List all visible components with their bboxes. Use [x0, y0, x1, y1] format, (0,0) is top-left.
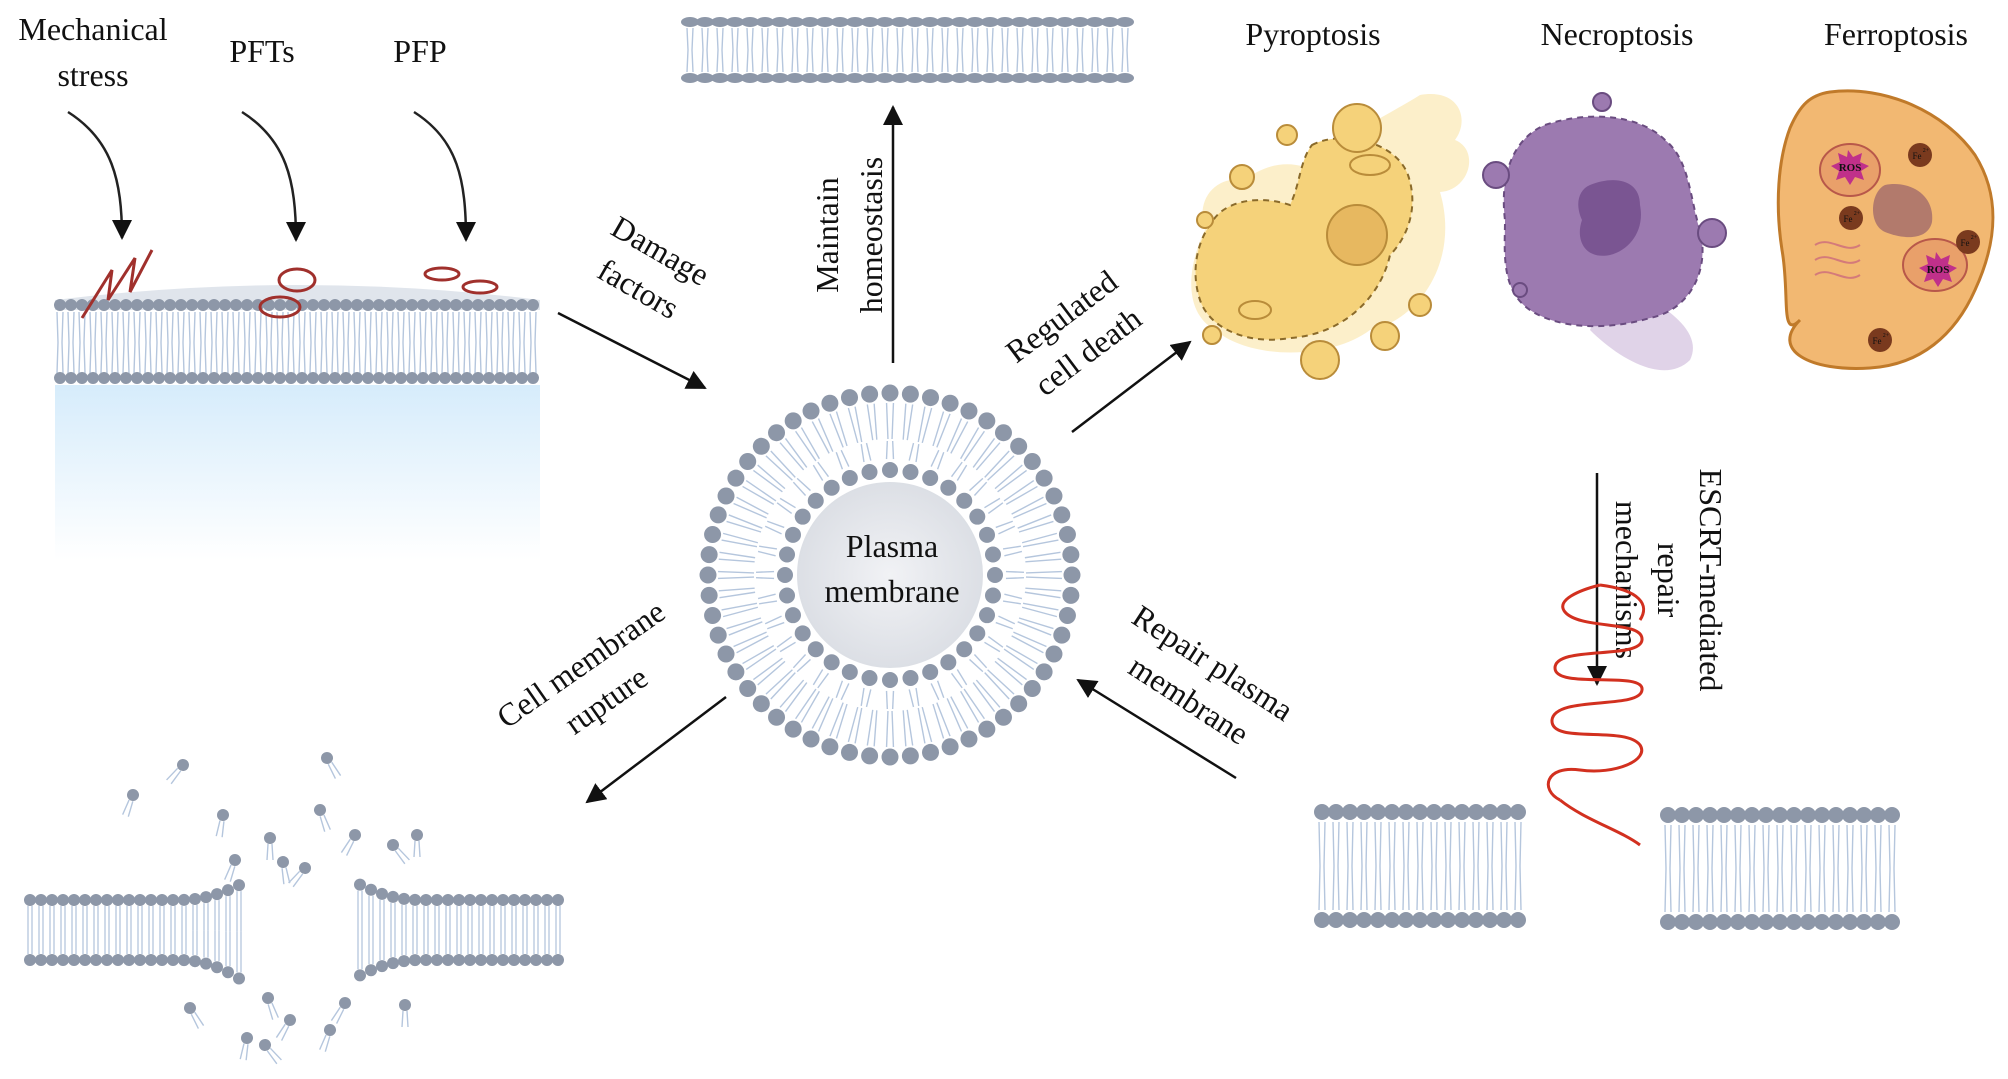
ros-label: ROS: [1927, 264, 1950, 276]
free-lipid-icon: [239, 1032, 253, 1061]
free-lipid-icon: [321, 752, 342, 779]
free-lipid-icon: [275, 1014, 296, 1041]
svg-text:Fe: Fe: [1961, 238, 1970, 248]
free-lipid-icon: [184, 1002, 205, 1029]
center-label-line2: membrane: [824, 573, 959, 609]
pyroptosis-mitochondria-icon: [1349, 154, 1391, 176]
pyroptosis-cell: Pyroptosis: [1191, 16, 1470, 380]
ferroptosis-cell: Ferroptosis ROS ROS Fe 2+ Fe 2+ Fe 2+ Fe: [1776, 16, 1995, 370]
free-lipid-icon: [264, 832, 276, 861]
pyroptosis-label: Pyroptosis: [1245, 16, 1380, 52]
svg-text:2+: 2+: [1854, 211, 1861, 217]
svg-text:2+: 2+: [1971, 235, 1978, 241]
center-label-line1: Plasma: [846, 528, 938, 564]
free-lipid-icon: [224, 854, 241, 882]
damaged-membrane-panel: Mechanical stress PFTs PFP: [18, 11, 540, 560]
ferroptosis-nucleus: [1872, 184, 1933, 238]
damage-factors-arrow-group: Damage factors: [557, 208, 716, 390]
svg-text:Fe: Fe: [1844, 214, 1853, 224]
escrt-arrow-group: ESCRT-mediated repair mechanisms: [1587, 469, 1729, 692]
svg-text:Fe: Fe: [1913, 151, 1922, 161]
pyroptosis-cytoplasm: [1194, 137, 1414, 341]
maintain-label: Maintain: [809, 177, 845, 293]
pfts-arrow: [241, 110, 306, 242]
ros-burst-icon: [1831, 150, 1869, 185]
rupture-arrow-group: Cell membrane rupture: [490, 593, 727, 804]
free-lipid-icon: [215, 809, 229, 838]
free-lipid-icon: [314, 804, 331, 832]
rupture-arrow: [585, 696, 727, 804]
membrane-bottom-leaflet: [54, 372, 539, 384]
iron-ion-icon: Fe 2+: [1956, 230, 1980, 254]
necroptosis-label: Necroptosis: [1541, 16, 1694, 52]
iron-ion-icon: Fe 2+: [1839, 206, 1863, 230]
free-lipid-icon: [259, 1039, 282, 1065]
pfp-pore-icon: [423, 266, 461, 282]
repair-membrane-arrow-group: Repair plasma membrane: [1076, 598, 1300, 780]
vesicle-lumen: [797, 482, 983, 668]
svg-text:Fe: Fe: [1873, 336, 1882, 346]
ros-label: ROS: [1839, 162, 1862, 174]
regulated-cell-death-arrow-group: Regulated cell death: [999, 263, 1192, 433]
membrane-glow: [55, 385, 540, 560]
escrt-repair-membrane: [1314, 583, 1900, 930]
mechanical-crack-icon: [80, 249, 154, 319]
svg-text:2+: 2+: [1883, 333, 1890, 339]
mechanical-stress-label: Mechanical: [18, 11, 167, 47]
intact-membrane-strip: [681, 17, 1134, 83]
pyroptosis-nucleus: [1326, 204, 1388, 266]
pfp-pore-icon: [461, 279, 499, 295]
escrt-label-2: repair: [1651, 543, 1687, 618]
damage-factors-arrow: [557, 311, 707, 390]
necroptosis-nucleus: [1578, 180, 1641, 256]
free-lipid-icon: [330, 997, 351, 1024]
free-lipid-icon: [387, 839, 410, 865]
maintain-homeostasis-arrow-group: Maintain homeostasis: [809, 105, 903, 363]
plasma-membrane-vesicle: Plasma membrane: [699, 384, 1081, 766]
free-lipid-icon: [340, 829, 361, 856]
membrane-tails: [56, 311, 537, 374]
released-lipids: [122, 752, 423, 1065]
vesicle-outer-leaflet: [699, 384, 1081, 766]
free-lipid-icon: [262, 992, 279, 1020]
free-lipid-icon: [288, 862, 311, 888]
free-lipid-icon: [122, 789, 139, 817]
ros-burst-icon: [1919, 252, 1957, 287]
homeostasis-label: homeostasis: [853, 157, 889, 313]
ruptured-membrane: [24, 752, 564, 1065]
escrt-label: ESCRT-mediated: [1693, 469, 1729, 692]
free-lipid-icon: [319, 1024, 336, 1052]
repair-membrane-arrow: [1076, 678, 1237, 780]
mechanical-stress-arrow: [67, 110, 132, 240]
pft-pore-icon: [258, 295, 302, 319]
regulated-cell-death-arrow: [1071, 340, 1192, 433]
necroptosis-cell: Necroptosis: [1482, 16, 1727, 371]
pyroptosis-bleb: [1332, 103, 1382, 153]
mechanical-stress-label-2: stress: [57, 57, 128, 93]
svg-text:2+: 2+: [1923, 148, 1930, 154]
vesicle-tails: [718, 403, 1062, 747]
ferroptosis-golgi-icon: [1814, 241, 1861, 249]
free-lipid-icon: [166, 759, 189, 785]
pfts-label: PFTs: [229, 33, 294, 69]
free-lipid-icon: [399, 999, 411, 1028]
iron-ion-icon: Fe 2+: [1908, 143, 1932, 167]
pft-pore-icon: [277, 267, 317, 293]
vesicle-inner-leaflet: [777, 462, 1003, 688]
pfp-arrow: [413, 110, 476, 242]
iron-ion-icon: Fe 2+: [1868, 328, 1892, 352]
pfp-label: PFP: [393, 33, 446, 69]
free-lipid-icon: [277, 856, 291, 885]
free-lipid-icon: [411, 829, 423, 858]
escrt-spiral-icon: [1546, 583, 1644, 802]
ferroptosis-label: Ferroptosis: [1824, 16, 1968, 52]
